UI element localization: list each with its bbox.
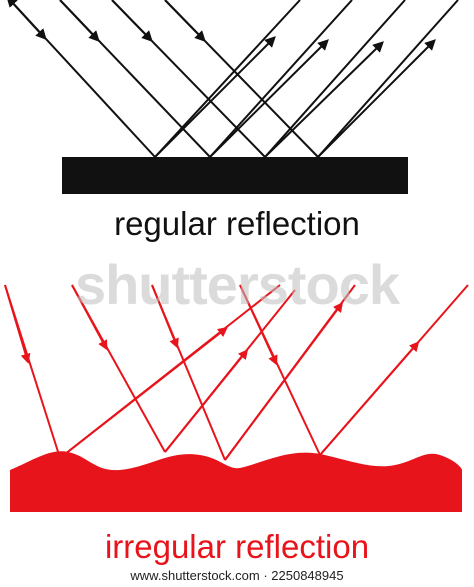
reflected-rays-regular xyxy=(154,0,459,158)
watermark-text: shutterstock xyxy=(74,253,400,316)
footer-credit: www.shutterstock.com · 2250848945 xyxy=(130,568,344,583)
irregular-reflection-caption: irregular reflection xyxy=(104,528,370,565)
regular-reflection-caption: regular reflection xyxy=(114,205,360,242)
reflected-ray xyxy=(264,0,406,158)
footer-bar: www.shutterstock.com · 2250848945 xyxy=(0,565,474,587)
reflected-ray xyxy=(209,0,353,158)
reflected-ray xyxy=(317,0,459,158)
rays-irregular xyxy=(4,284,469,461)
mirror-surface xyxy=(62,157,408,194)
reflected-ray xyxy=(154,0,301,158)
rough-surface xyxy=(10,451,462,512)
incident-rays-regular xyxy=(6,0,319,158)
